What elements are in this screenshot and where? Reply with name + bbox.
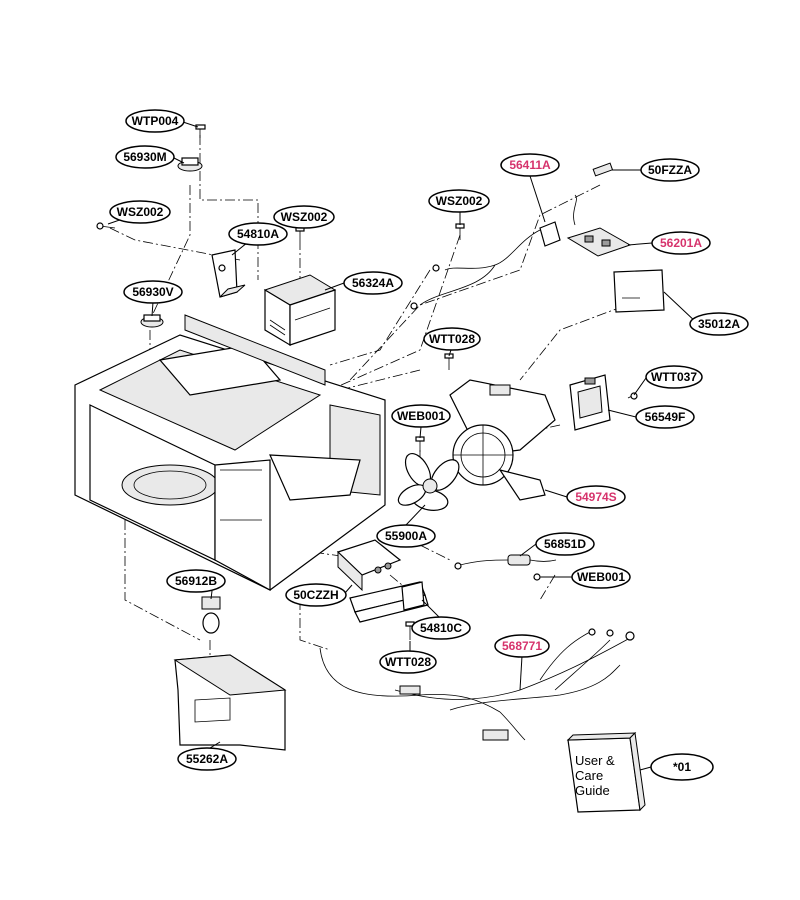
callout-wtt037: WTT037	[645, 365, 703, 389]
callout-568771-label: 568771	[502, 639, 542, 653]
callout-01: *01	[650, 753, 714, 781]
callout-55900a: 55900A	[376, 524, 436, 548]
noise-filter-pcb-56201a	[566, 194, 632, 257]
callout-56930m-label: 56930M	[123, 150, 166, 164]
user-care-guide-booklet	[566, 731, 646, 813]
callout-56851d: 56851D	[535, 532, 595, 556]
callout-54810a-label: 54810A	[237, 227, 279, 241]
callout-56930m: 56930M	[115, 145, 175, 169]
callout-54974s: 54974S	[566, 485, 626, 509]
callout-50czzh-label: 50CZZH	[293, 588, 338, 602]
callout-wtp004-label: WTP004	[132, 114, 179, 128]
callout-web001-right: WEB001	[571, 565, 631, 589]
callout-56201a: 56201A	[651, 231, 711, 255]
callout-35012a: 35012A	[689, 312, 749, 336]
callout-web001-left: WEB001	[391, 404, 451, 428]
callout-55262a-label: 55262A	[186, 752, 228, 766]
callout-wsz002-left: WSZ002	[109, 200, 171, 224]
callout-56930v-label: 56930V	[132, 285, 173, 299]
power-cord-56411a	[410, 221, 561, 310]
callout-56324a-label: 56324A	[352, 276, 394, 290]
screw-wtt028-top	[444, 353, 454, 370]
callout-54810a: 54810A	[228, 222, 288, 246]
callout-55900a-label: 55900A	[385, 529, 427, 543]
callout-50fzza: 50FZZA	[640, 158, 700, 182]
air-guide-55262a	[173, 654, 287, 751]
callout-568771: 568771	[494, 634, 550, 658]
callout-wtt028-bottom-label: WTT028	[385, 655, 431, 669]
oven-cavity-assembly	[74, 314, 386, 592]
callout-35012a-label: 35012A	[698, 317, 740, 331]
callout-56324a: 56324A	[343, 271, 403, 295]
callout-54974s-label: 54974S	[575, 490, 616, 504]
capacitor-50czzh	[336, 539, 402, 592]
screw-web001-left	[415, 436, 425, 452]
callout-wtt028-top-label: WTT028	[429, 332, 475, 346]
fan-blade-55900a	[397, 453, 460, 511]
callout-56912b-label: 56912B	[175, 574, 217, 588]
callout-56201a-label: 56201A	[660, 236, 702, 250]
insulation-sheet-35012a	[613, 269, 665, 313]
screw-wtt037	[627, 392, 638, 400]
diode-56851d	[454, 554, 557, 570]
callout-56930v: 56930V	[123, 280, 183, 304]
screw-wsz002-left	[96, 222, 116, 230]
callout-56851d-label: 56851D	[544, 537, 586, 551]
callout-wtt037-label: WTT037	[651, 370, 697, 384]
wire-harness-568771	[319, 628, 635, 741]
callout-56549f: 56549F	[635, 405, 695, 429]
thermostat-56930v	[140, 314, 164, 328]
callout-54810c-label: 54810C	[420, 621, 462, 635]
callout-web001-left-label: WEB001	[397, 409, 445, 423]
callout-50fzza-label: 50FZZA	[648, 163, 692, 177]
fan-motor-56549f	[569, 374, 611, 431]
callout-55262a: 55262A	[177, 747, 237, 771]
callout-wtp004: WTP004	[125, 109, 185, 133]
screw-wtp004	[195, 124, 206, 138]
callout-wtt028-bottom: WTT028	[379, 650, 437, 674]
callout-56411a: 56411A	[500, 153, 560, 177]
thermostat-56930m	[177, 157, 203, 172]
callout-wsz002-left-label: WSZ002	[117, 205, 164, 219]
callout-50czzh: 50CZZH	[285, 583, 347, 607]
callout-wsz002-right: WSZ002	[428, 189, 490, 213]
callout-01-label: *01	[673, 760, 691, 774]
fuse-50fzza	[592, 162, 614, 177]
guide-line-2: Care	[575, 768, 603, 783]
guide-line-3: Guide	[575, 783, 610, 798]
lamp-56912b	[201, 596, 221, 634]
callout-54810c: 54810C	[411, 616, 471, 640]
callout-web001-right-label: WEB001	[577, 570, 625, 584]
callout-wsz002-mid: WSZ002	[273, 205, 335, 229]
callout-wtt028-top: WTT028	[423, 327, 481, 351]
callout-56411a-label: 56411A	[509, 158, 551, 172]
callout-wsz002-mid-label: WSZ002	[281, 210, 328, 224]
fan-bracket-54974s	[449, 379, 556, 501]
callout-56912b: 56912B	[166, 569, 226, 593]
bracket-54810c	[349, 581, 429, 623]
screw-wsz002-right	[455, 223, 465, 240]
callout-wsz002-right-label: WSZ002	[436, 194, 483, 208]
guide-line-1: User &	[575, 753, 615, 768]
callout-56549f-label: 56549F	[645, 410, 686, 424]
transformer-56324a	[263, 274, 337, 347]
bracket-54810a	[211, 249, 246, 298]
screw-wsz002-mid	[295, 226, 305, 240]
part-drawings	[74, 124, 665, 813]
